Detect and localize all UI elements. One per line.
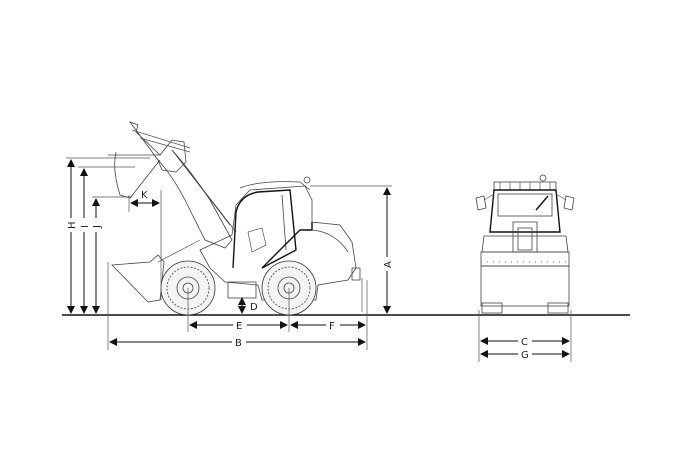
lift-arm: [157, 149, 233, 249]
dim-label-c: C: [521, 337, 528, 348]
dim-label-g: G: [521, 350, 529, 361]
dim-label-j: J: [92, 225, 103, 229]
side-view: [108, 121, 363, 316]
dim-label-a: A: [383, 261, 394, 268]
dim-label-h: H: [67, 221, 78, 229]
lowered-bucket: [111, 254, 165, 303]
dim-label-i: I: [80, 225, 91, 228]
dim-label-f: F: [329, 321, 335, 332]
dim-label-b: B: [235, 338, 242, 349]
beacon: [303, 176, 311, 184]
dim-label-d: D: [250, 302, 258, 313]
dim-label-k: K: [141, 190, 148, 201]
dim-label-e: E: [236, 321, 242, 332]
loader-body: [199, 185, 357, 301]
raised-bucket: [108, 121, 191, 199]
front-view: [475, 174, 575, 314]
cab: [232, 189, 297, 269]
